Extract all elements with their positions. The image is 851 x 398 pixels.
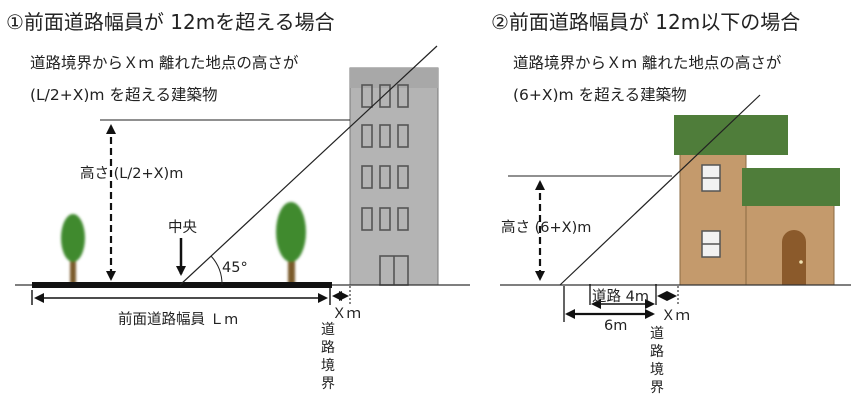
left-title: ①前面道路幅員が 12mを超える場合	[6, 10, 335, 34]
angle-label: 45°	[222, 260, 248, 276]
left-description-line2: (L/2+X)m を超える建築物	[30, 86, 217, 104]
height-label: 高さ (L/2+X)m	[80, 165, 183, 182]
center-label: 中央	[168, 219, 197, 236]
x-label: Ｘｍ	[332, 306, 361, 322]
slant-line	[179, 45, 438, 286]
right-description-line1: 道路境界からＸｍ 離れた地点の高さが	[513, 53, 782, 72]
six-label: 6m	[604, 318, 627, 334]
right-description-line2: (6+X)m を超える建築物	[513, 86, 687, 104]
right-title: ②前面道路幅員が 12m以下の場合	[491, 10, 800, 34]
boundary-char: 道	[321, 322, 335, 338]
house	[674, 115, 840, 286]
road-label: 道路 4m	[592, 288, 649, 305]
slant-line	[559, 94, 761, 286]
left-panel: ①前面道路幅員が 12mを超える場合 道路境界からＸｍ 離れた地点の高さが (L…	[6, 10, 470, 392]
boundary-char: 界	[321, 376, 335, 392]
boundary-char: 路	[321, 340, 335, 356]
tall-building	[349, 67, 439, 286]
tree-icon	[276, 202, 306, 285]
boundary-char: 界	[650, 380, 664, 396]
boundary-char: 境	[650, 362, 664, 378]
right-panel: ②前面道路幅員が 12m以下の場合 道路境界からＸｍ 離れた地点の高さが (6+…	[491, 10, 851, 396]
road-bar	[32, 282, 332, 288]
width-label: 前面道路幅員 Ｌm	[118, 311, 238, 328]
height-label: 高さ (6+X)m	[501, 219, 591, 236]
boundary-char: 境	[321, 358, 335, 374]
boundary-char: 道	[650, 326, 664, 342]
left-description-line1: 道路境界からＸｍ 離れた地点の高さが	[30, 53, 299, 72]
tree-icon	[61, 214, 85, 284]
x-label: Ｘｍ	[661, 308, 690, 324]
boundary-char: 路	[650, 344, 664, 360]
